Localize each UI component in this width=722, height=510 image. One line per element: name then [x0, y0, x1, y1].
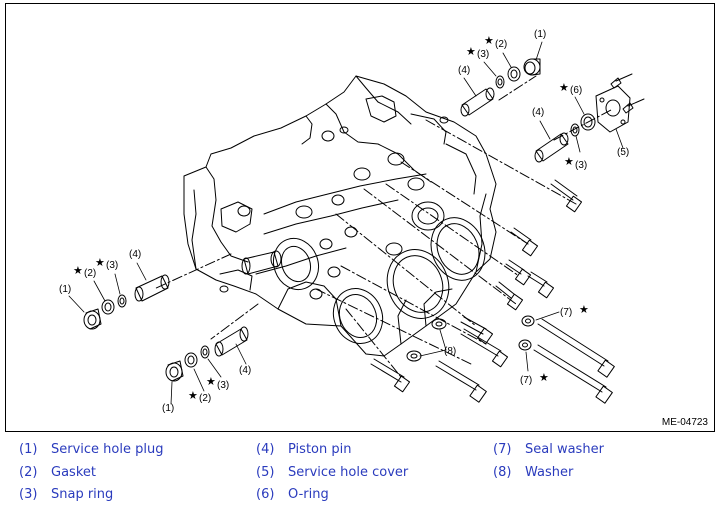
legend-name: Seal washer [525, 442, 604, 457]
legend-number: (8) [493, 465, 512, 480]
cylinder-bores [272, 201, 486, 344]
alignment-lines [153, 75, 612, 378]
callout-4-mid: (4) [532, 107, 544, 118]
legend-name: Piston pin [288, 442, 352, 457]
legend-name: Service hole cover [288, 465, 409, 480]
legend-number: (4) [256, 442, 275, 457]
callout-1-low: (1) [162, 403, 174, 414]
star-7-lower: ★ [539, 371, 549, 384]
parts-legend: (1) Service hole plug (2) Gasket (3) Sna… [0, 438, 722, 510]
crankshaft-stub [241, 250, 282, 275]
star-3-left: ★ [95, 256, 105, 269]
callout-2-left: (2) [84, 268, 96, 279]
star-3-top: ★ [466, 45, 476, 58]
diagram-frame: (1) ★ (2) ★ (3) (4) ★ (6) (4) (5) ★ (3) … [5, 3, 715, 432]
callout-7-upper: (7) [560, 307, 572, 318]
callout-4-top: (4) [458, 65, 470, 76]
legend-number: (7) [493, 442, 512, 457]
legend-number: (5) [256, 465, 275, 480]
callout-5: (5) [617, 147, 629, 158]
callout-3-left: (3) [106, 260, 118, 271]
star-6: ★ [559, 81, 569, 94]
exploded-view-diagram: (1) ★ (2) ★ (3) (4) ★ (6) (4) (5) ★ (3) … [59, 29, 645, 414]
legend-name: Washer [525, 465, 574, 480]
star-2-top: ★ [484, 34, 494, 47]
service-parts-lower [165, 326, 249, 382]
service-parts-left [83, 274, 170, 330]
star-2-low: ★ [188, 389, 198, 402]
callout-6: (6) [570, 85, 582, 96]
callout-8: (8) [444, 346, 456, 357]
service-parts-upper [460, 58, 631, 163]
crankcase [183, 75, 497, 357]
legend-number: (1) [19, 442, 38, 457]
callout-3-top: (3) [477, 49, 489, 60]
bolts [370, 73, 645, 404]
star-3-low: ★ [206, 375, 216, 388]
callout-3-low: (3) [217, 380, 229, 391]
legend-number: (3) [19, 487, 38, 502]
star-7-upper: ★ [579, 303, 589, 316]
callout-3-mid: (3) [575, 160, 587, 171]
callout-1-left: (1) [59, 284, 71, 295]
star-3-mid: ★ [564, 155, 574, 168]
legend-number: (2) [19, 465, 38, 480]
washers [406, 315, 535, 362]
callout-4-left: (4) [129, 249, 141, 260]
legend-name: O-ring [288, 487, 329, 502]
legend-name: Gasket [51, 465, 96, 480]
leader-lines [68, 41, 624, 405]
bolt-bosses [219, 116, 449, 300]
legend-number: (6) [256, 487, 275, 502]
legend-name: Snap ring [51, 487, 114, 502]
callout-2-low: (2) [199, 393, 211, 404]
legend-name: Service hole plug [51, 442, 164, 457]
callout-1-top: (1) [534, 29, 546, 40]
callout-4-low: (4) [239, 365, 251, 376]
callout-2-top: (2) [495, 39, 507, 50]
callout-7-lower: (7) [520, 375, 532, 386]
figure-code: ME-04723 [661, 417, 708, 428]
star-2-left: ★ [73, 264, 83, 277]
